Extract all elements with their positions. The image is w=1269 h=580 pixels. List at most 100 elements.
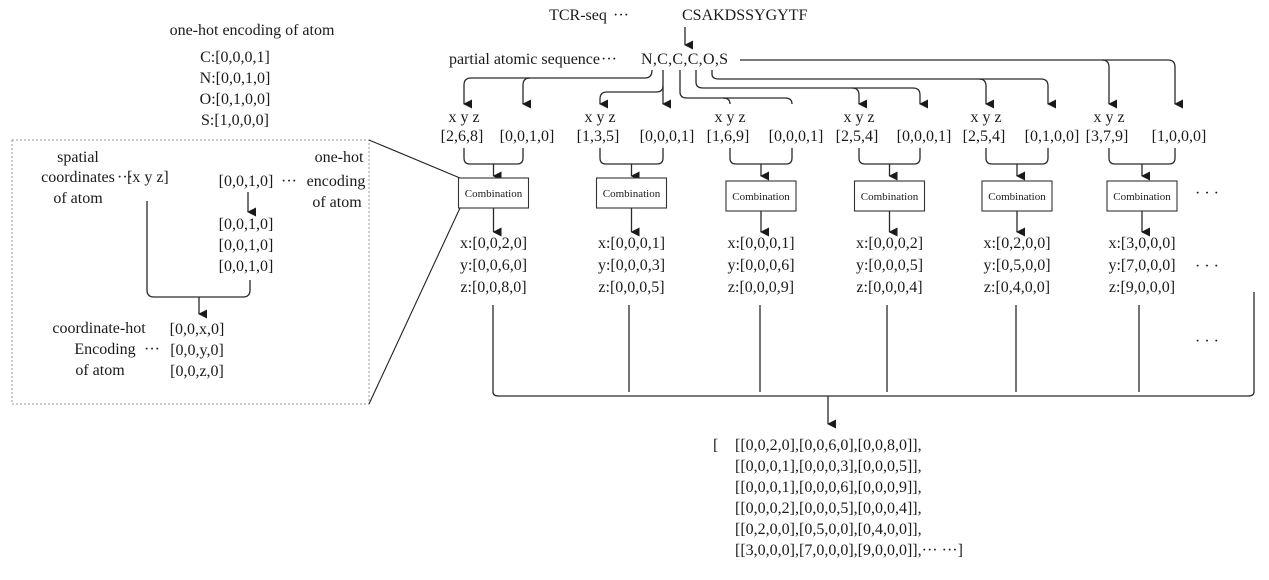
z-encoding: z:[9,0,0,0]	[1109, 279, 1175, 296]
xyz-axis-label: x y z	[448, 109, 479, 126]
atom-route-line	[599, 70, 664, 109]
atom-columns: x y z [2,6,8] [0,0,1,0] Combination x:[0,0,2…	[441, 109, 1207, 296]
output-row-6: [[3,0,0,0],[7,0,0,0],[9,0,0,0]],··· ···]	[735, 542, 963, 559]
output-open-bracket: [	[713, 437, 718, 454]
legend-item-c: C:[0,0,0,1]	[200, 49, 270, 66]
combination-box	[595, 177, 668, 209]
atom-route-line	[979, 78, 1057, 109]
atom-route-line	[723, 97, 793, 105]
combination-box	[1106, 180, 1178, 212]
output-row-2: [[0,0,0,1],[0,0,0,3],[0,0,0,5]],	[735, 458, 922, 475]
coordinate-value: [1,6,9]	[707, 128, 750, 145]
combination-box	[725, 180, 797, 212]
xyz-axis-label: x y z	[970, 109, 1001, 126]
repeated-row-1: [0,0,1,0]	[219, 216, 274, 233]
merge-bracket	[463, 148, 524, 165]
xyz-axis-label: x y z	[843, 109, 874, 126]
onehot-label-line3: of atom	[312, 194, 362, 211]
output-matrix: [ [[0,0,2,0],[0,0,6,0],[0,0,8,0]], [[0,0…	[713, 437, 963, 559]
coord-value-y: [0,0,y,0]	[170, 342, 224, 359]
z-encoding: z:[0,0,0,5]	[598, 279, 664, 296]
repeated-row-2: [0,0,1,0]	[219, 237, 274, 254]
coord-value-z: [0,0,z,0]	[170, 363, 224, 380]
atomic-label: partial atomic sequence	[449, 51, 600, 68]
coord-value-x: [0,0,x,0]	[170, 321, 225, 338]
atom-route-line	[852, 87, 929, 109]
coordinate-value: [2,5,4]	[963, 128, 1006, 145]
ellipsis-xyz: · · ·	[1195, 258, 1219, 275]
coordinate-value: [1,3,5]	[577, 128, 620, 145]
onehot-label-line1: one-hot	[315, 149, 364, 166]
merge-bracket	[729, 148, 793, 165]
coordinate-value: [2,5,4]	[836, 128, 879, 145]
x-encoding: x:[0,2,0,0]	[983, 235, 1050, 252]
y-encoding: y:[7,0,0,0]	[1108, 257, 1175, 274]
coord-dots: ···	[144, 341, 160, 358]
onehot-dots: ···	[281, 173, 297, 190]
combination-label: Combination	[732, 191, 790, 203]
onehot-value: [1,0,0,0]	[1152, 128, 1207, 145]
merge-bracket	[858, 148, 921, 165]
z-encoding: z:[0,0,8,0]	[460, 279, 526, 296]
xyz-vector: [x y z]	[127, 169, 169, 186]
atomic-sequence: N,C,C,C,O,S	[641, 51, 728, 68]
merge-bracket	[1108, 148, 1176, 165]
legend-title: one-hot encoding of atom	[170, 22, 335, 39]
legend-item-n: N:[0,0,1,0]	[200, 70, 271, 87]
x-encoding: x:[0,0,0,2]	[856, 235, 923, 252]
output-row-1: [[0,0,2,0],[0,0,6,0],[0,0,8,0]],	[735, 437, 922, 454]
ellipsis-continuation: · · ·	[1195, 333, 1219, 350]
atom-route-line	[711, 70, 995, 109]
aggregation-base-line	[492, 391, 1255, 397]
atom-route-line	[463, 69, 653, 109]
atom-column: x y z [2,6,8] [0,0,1,0] Combination x:[0,0,2…	[441, 109, 555, 296]
atom-column: x y z [3,7,9] [1,0,0,0] Combination x:[3,0,0…	[1086, 109, 1207, 296]
atom-route-line	[1102, 59, 1184, 109]
atom-route-line	[522, 77, 532, 109]
z-encoding: z:[0,4,0,0]	[984, 279, 1050, 296]
atom-connectors	[463, 59, 1184, 109]
x-encoding: x:[3,0,0,0]	[1108, 235, 1175, 252]
combination-box	[457, 177, 530, 209]
coordinate-value: [3,7,9]	[1086, 128, 1129, 145]
xyz-axis-label: x y z	[1093, 109, 1124, 126]
output-row-3: [[0,0,0,1],[0,0,0,6],[0,0,0,9]],	[735, 479, 922, 496]
repeated-row-3: [0,0,1,0]	[219, 258, 274, 275]
y-encoding: y:[0,5,0,0]	[983, 257, 1050, 274]
xyz-axis-label: x y z	[584, 109, 615, 126]
onehot-value: [0,0,1,0]	[219, 173, 274, 190]
atom-column: x y z[1,3,5][0,0,0,1]Combinationx:[0,0,0…	[577, 109, 695, 296]
onehot-value: [0,0,0,1]	[897, 128, 952, 145]
x-encoding: x:[0,0,0,1]	[727, 235, 794, 252]
xyz-axis-label: x y z	[714, 109, 745, 126]
onehot-value: [0,1,0,0]	[1025, 128, 1080, 145]
coordinate-value: [2,6,8]	[441, 128, 484, 145]
spatial-label-line1: spatial	[57, 149, 99, 166]
tcr-dots: ···	[613, 7, 629, 24]
spatial-label-line3: of atom	[53, 190, 103, 207]
z-encoding: z:[0,0,0,9]	[728, 279, 794, 296]
spatial-dots: ···	[117, 169, 133, 186]
atom-route-line	[695, 70, 868, 109]
atom-route-line	[679, 70, 731, 105]
y-encoding: y:[0,0,0,3]	[598, 257, 665, 274]
onehot-value: [0,0,0,1]	[640, 128, 695, 145]
output-row-4: [[0,0,0,2],[0,0,0,5],[0,0,0,4]],	[735, 500, 922, 517]
combination-box	[853, 180, 926, 212]
combination-label: Combination	[861, 191, 919, 203]
y-encoding: y:[0,0,6,0]	[460, 257, 527, 274]
spatial-label-line2: coordinates	[41, 169, 115, 186]
detail-panel-border	[11, 139, 370, 405]
y-encoding: y:[0,0,0,6]	[727, 257, 794, 274]
x-encoding: x:[0,0,2,0]	[460, 235, 527, 252]
combination-label: Combination	[603, 188, 661, 200]
detail-panel: spatial coordinates of atom ··· [x y z] …	[11, 139, 461, 405]
combination-label: Combination	[1113, 191, 1171, 203]
merge-bracket	[985, 148, 1049, 165]
combination-label: Combination	[988, 191, 1046, 203]
onehot-value: [0,0,1,0]	[500, 128, 555, 145]
atom-column: x y z[1,6,9][0,0,0,1]Combinationx:[0,0,0…	[707, 109, 824, 296]
coord-label-line1: coordinate-hot	[52, 320, 146, 337]
combination-label: Combination	[465, 188, 523, 200]
